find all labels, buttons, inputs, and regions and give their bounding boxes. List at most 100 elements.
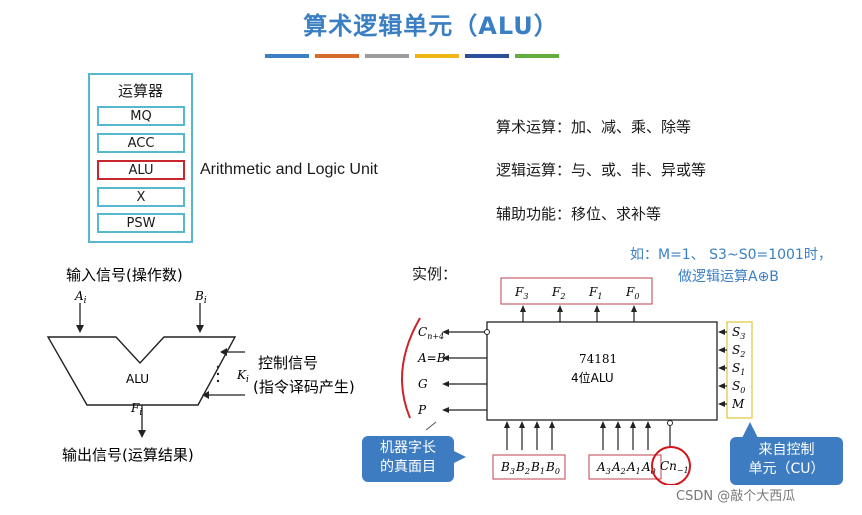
left-pin-label: G [418, 377, 428, 391]
bottom-pin-arrowhead [534, 421, 540, 428]
function-logic: 逻辑运算：与、或、非、异或等 [496, 161, 707, 179]
cn4-inverter [484, 329, 490, 335]
register-psw: PSW [97, 213, 185, 233]
left-pin-arrowhead [442, 355, 449, 361]
watermark: CSDN @敲个大西瓜 [676, 489, 796, 504]
alu-input-label: 输入信号(操作数) [66, 266, 183, 284]
chip-body [486, 321, 718, 421]
input-a-arrowhead [76, 325, 84, 333]
bottom-pin-arrowhead [504, 421, 510, 428]
control-arrowhead-1 [220, 348, 227, 356]
output-f-label: Fi [130, 401, 142, 418]
output-pin-arrowhead [594, 305, 600, 312]
output-pin-arrowhead [631, 305, 637, 312]
callout-control-unit: 来自控制 单元（CU） [730, 437, 843, 485]
chip-number: 74181 [579, 352, 617, 366]
input-a-label: Ai [74, 289, 87, 306]
alu-symbol-diagram: 输入信号(操作数) Ai Bi ALU Ki 控制信号 (指令译码产生) Fi … [46, 266, 355, 464]
input-b-arrowhead [196, 325, 204, 333]
a-input-box [588, 454, 662, 480]
right-pin-arrowhead [718, 329, 725, 335]
output-pin-arrowhead [557, 305, 563, 312]
register-x: X [97, 187, 185, 207]
bottom-pin-arrowhead [645, 421, 651, 428]
k-label: Ki [236, 368, 249, 385]
control-arrowhead-2 [202, 391, 209, 399]
control-signal-line1: 控制信号 [258, 354, 318, 372]
left-pin-arrowhead [442, 381, 449, 387]
right-pin-label: M [731, 397, 745, 411]
control-signal-line2: (指令译码产生) [253, 378, 355, 396]
output-box [500, 277, 653, 305]
right-pin-label: S2 [732, 343, 745, 359]
left-bracket [401, 317, 421, 419]
right-pin-arrowhead [718, 383, 725, 389]
right-pin-label: S1 [732, 361, 745, 377]
bottom-pin-arrowhead [630, 421, 636, 428]
right-pin-label: S3 [732, 325, 745, 341]
b-input-label: B0 [545, 460, 560, 476]
dot-2 [216, 372, 220, 376]
callout-machine-word-line1: 机器字长 [380, 440, 436, 456]
page-title: 算术逻辑单元（ALU） [303, 12, 559, 40]
output-pin-label: F3 [514, 285, 528, 301]
bottom-pin-arrowhead [549, 421, 555, 428]
carry-highlight-circle [651, 446, 691, 485]
example-note-line2: 做逻辑运算A⊕B [678, 269, 779, 285]
output-pin-label: F1 [588, 285, 602, 301]
color-bar-4 [415, 54, 459, 58]
bottom-pin-arrowhead [600, 421, 606, 428]
alu-shape-label: ALU [126, 372, 149, 386]
callout-control-unit-line1: 来自控制 [758, 442, 815, 458]
left-pin-label: Cn+4 [418, 325, 444, 341]
register-mq: MQ [97, 106, 185, 126]
right-pin-arrowhead [718, 401, 725, 407]
function-aux: 辅助功能：移位、求补等 [496, 205, 662, 223]
output-pin-arrowhead [520, 305, 526, 312]
bottom-pin-arrowhead [615, 421, 621, 428]
chip-diagram: F3 F2 F1 F0 74181 4位ALU Cn+4A=B GP S3S2S1S0M… [401, 277, 753, 485]
callout-machine-word-line2: 的真面目 [380, 459, 436, 475]
a-input-label: A3 [596, 460, 611, 476]
bottom-pin-arrowhead [519, 421, 525, 428]
register-panel-heading: 运算器 [117, 82, 163, 100]
carry-in-label: Cn−1 [660, 459, 689, 475]
control-box [726, 321, 753, 419]
register-acc: ACC [97, 133, 185, 153]
chip-name: 4位ALU [571, 370, 614, 385]
b-input-label: B2 [515, 460, 530, 476]
alu-full-name: Arithmetic and Logic Unit [200, 161, 378, 178]
output-pin-label: F2 [551, 285, 565, 301]
left-pin-label: A=B [417, 351, 446, 365]
right-pin-arrowhead [718, 365, 725, 371]
color-bar-3 [365, 54, 409, 58]
output-pin-label: F0 [625, 285, 639, 301]
input-b-label: Bi [194, 289, 207, 306]
a-input-label: A1 [626, 460, 641, 476]
b-input-label: B3 [500, 460, 515, 476]
left-pin-arrowhead [442, 407, 449, 413]
dot-3 [216, 379, 220, 383]
callout-control-unit-line2: 单元（CU） [748, 461, 825, 477]
left-pin-arrowhead [442, 329, 449, 335]
callout-machine-word: 机器字长 的真面目 [362, 436, 454, 482]
register-panel [88, 73, 193, 243]
register-alu: ALU [97, 160, 185, 180]
b-input-box [492, 454, 566, 480]
left-pin-label: P [417, 403, 427, 417]
callout-right-pointer [742, 422, 758, 438]
color-bar-6 [515, 54, 559, 58]
color-bar-1 [265, 54, 309, 58]
color-bar-5 [465, 54, 509, 58]
output-arrowhead [138, 430, 146, 438]
right-pin-label: S0 [732, 379, 745, 395]
p-slash [425, 421, 437, 431]
color-bar-2 [315, 54, 359, 58]
function-arith: 算术运算：加、减、乘、除等 [496, 118, 692, 136]
a-input-label: A2 [611, 460, 626, 476]
example-label: 实例： [412, 265, 458, 283]
b-input-label: B1 [530, 460, 545, 476]
dot-1 [216, 365, 220, 369]
alu-output-label: 输出信号(运算结果) [62, 446, 194, 464]
carry-inverter [667, 420, 673, 426]
